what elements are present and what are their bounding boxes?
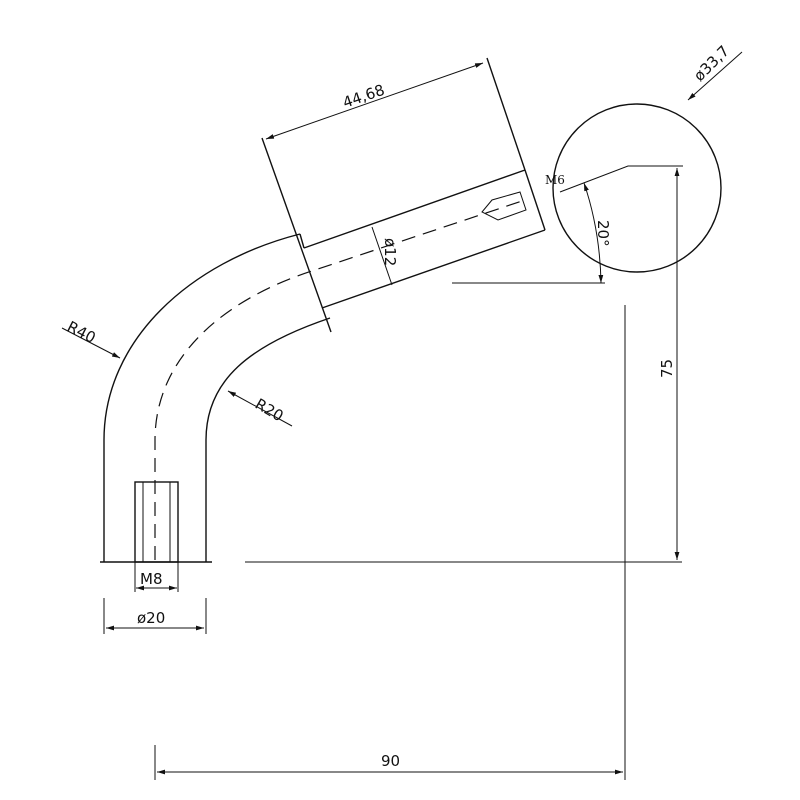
ball-circle [552,103,722,273]
block-right-edge [486,57,526,171]
m8-insert [134,481,179,563]
shaft-end-edge [524,169,546,231]
pipe-outer-edge [103,233,301,562]
bore-dimension-line [371,226,393,286]
block-length-dimension [265,62,484,140]
height-label: 75 [658,359,676,378]
pipe-body [100,199,526,563]
m6-thread-hole [481,191,527,221]
centerline [154,199,526,560]
pipe-shaft-joint [299,233,305,249]
shaft-bottom-edge [321,229,546,309]
block-length-label: 44,68 [340,81,386,112]
outer-radius-leader [61,327,121,359]
ball-diameter-label: ø33,7 [690,42,733,85]
bore-diameter-label: ø12 [381,238,399,266]
block-left-edge [261,137,332,333]
shaft-top-edge [303,169,526,249]
width-label: 90 [381,752,400,770]
m6-thread-line [559,165,683,193]
pipe-diameter-label: ø20 [137,609,165,627]
block [261,57,546,333]
outer-radius-label: R40 [64,318,98,347]
m6-label: M6 [545,173,565,187]
ball-diameter-leader [687,51,743,101]
angle-dimension-arc [583,182,604,284]
angle-label: 20° [594,220,612,247]
pipe-inner-edge [205,317,331,562]
m8-label: M8 [140,570,163,588]
m8-insert-outline [134,481,179,563]
inner-radius-leader [227,390,293,427]
